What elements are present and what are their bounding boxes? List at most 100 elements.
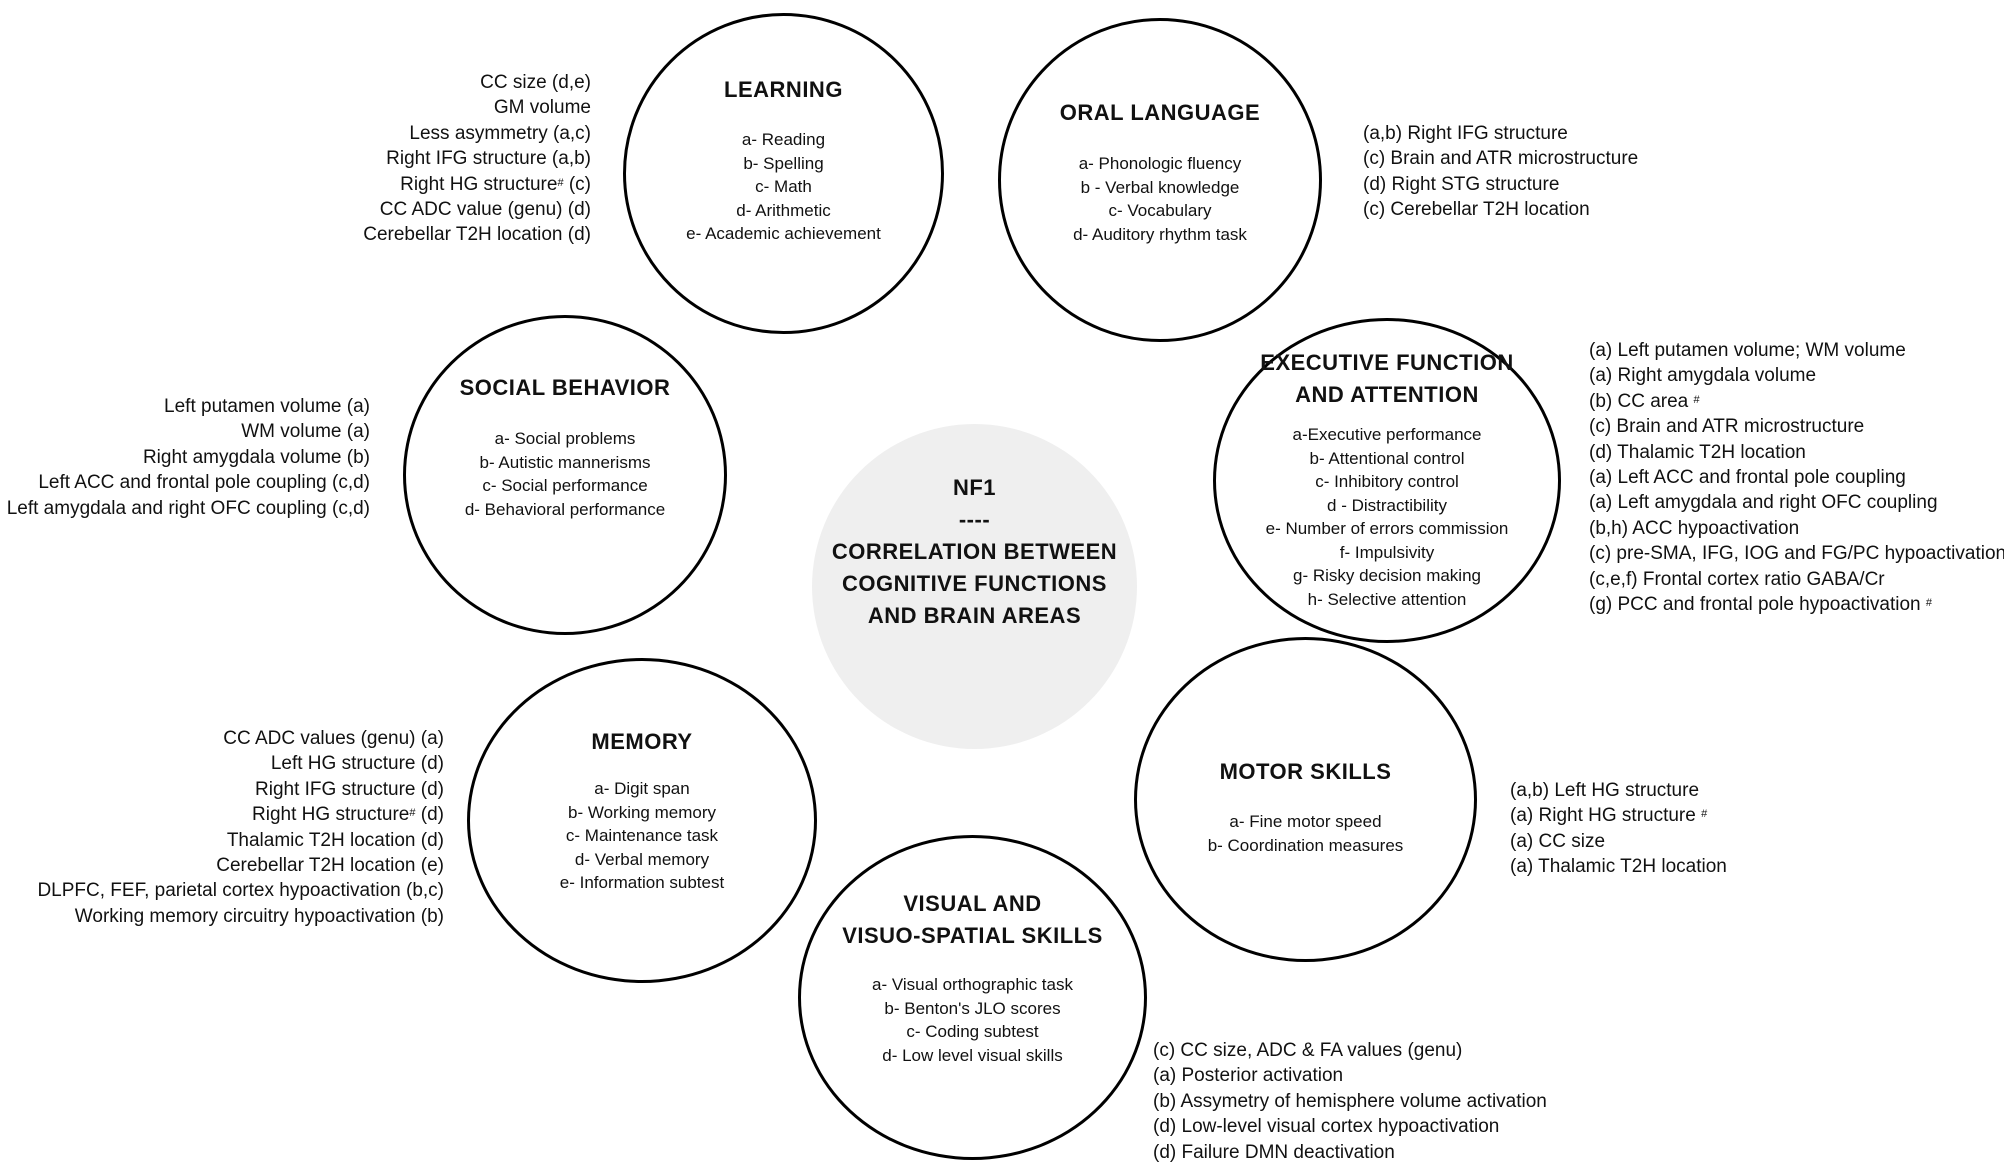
note-line: (c) pre-SMA, IFG, IOG and FG/PC hypoacti… [1589, 543, 2004, 565]
note-line: (a) Right HG structure # [1510, 805, 1708, 827]
note-line: (d) Thalamic T2H location [1589, 441, 1806, 463]
note-line: Less asymmetry (a,c) [409, 122, 591, 144]
center-line: CORRELATION BETWEEN [831, 539, 1118, 564]
executive-function-item: c- Inhibitory control [1315, 472, 1459, 491]
visual-item: c- Coding subtest [906, 1022, 1039, 1041]
social-behavior-title: SOCIAL BEHAVIOR [459, 375, 671, 400]
executive-function-item: f- Impulsivity [1339, 542, 1435, 562]
motor-skills-title: MOTOR SKILLS [1219, 759, 1392, 784]
social-behavior-item: a- Social problems [494, 429, 636, 448]
memory-item: e- Information subtest [559, 873, 725, 892]
center-line: AND BRAIN AREAS [867, 603, 1082, 628]
visual-item: b- Benton's JLO scores [884, 998, 1061, 1018]
note-line: (a) Right amygdala volume [1589, 365, 1817, 387]
executive-function-item: a-Executive performance [1292, 425, 1482, 444]
executive-function-item: d - Distractibility [1327, 495, 1447, 515]
hash-mark: # [557, 176, 564, 189]
hash-mark: # [409, 807, 416, 820]
learning-item: d- Arithmetic [736, 200, 831, 220]
note-line: GM volume [493, 97, 591, 119]
oral-language-item: c- Vocabulary [1108, 201, 1212, 220]
center-circle: NF1 ---- CORRELATION BETWEEN COGNITIVE F… [812, 424, 1137, 749]
note-line: (c) CC size, ADC & FA values (genu) [1153, 1040, 1463, 1061]
hash-mark: # [1925, 597, 1933, 610]
note-line: (a) Left amygdala and right OFC coupling [1589, 492, 1938, 514]
motor-skills-item: b- Coordination measures [1207, 835, 1404, 855]
executive-function-item: e- Number of errors commission [1265, 519, 1509, 538]
oral-language-circle: ORAL LANGUAGE a- Phonologic fluency b - … [998, 18, 1322, 342]
visual-item: d- Low level visual skills [882, 1045, 1063, 1065]
note-line: Left HG structure (d) [270, 753, 444, 775]
note-line: CC ADC values (genu) (a) [223, 728, 444, 749]
learning-item: c- Math [755, 177, 812, 196]
learning-item: b- Spelling [743, 153, 824, 173]
note-line: (d) Right STG structure [1363, 173, 1560, 195]
center-line: NF1 [952, 475, 997, 500]
memory-item: c- Maintenance task [565, 826, 719, 845]
note-line: (c,e,f) Frontal cortex ratio GABA/Cr [1589, 568, 1885, 590]
social-behavior-item: d- Behavioral performance [464, 499, 666, 519]
visual-item: a- Visual orthographic task [872, 975, 1073, 994]
note-line: (a) Left ACC and frontal pole coupling [1589, 467, 1906, 489]
note-line: (a) CC size [1510, 830, 1606, 852]
social-behavior-item: b- Autistic mannerisms [479, 452, 651, 472]
note-line: (a) Thalamic T2H location [1510, 856, 1727, 878]
note-line: Thalamic T2H location (d) [226, 829, 444, 851]
note-line: (c) Brain and ATR microstructure [1363, 148, 1639, 170]
executive-function-title: EXECUTIVE FUNCTION [1260, 350, 1514, 375]
oral-language-item: a- Phonologic fluency [1078, 154, 1242, 173]
memory-item: d- Verbal memory [574, 849, 710, 869]
learning-item: e- Academic achievement [686, 224, 881, 243]
motor-skills-circle: MOTOR SKILLS a- Fine motor speed b- Coor… [1134, 637, 1477, 962]
note-line: (c) Brain and ATR microstructure [1589, 416, 1865, 438]
note-line: CC ADC value (genu) (d) [379, 199, 591, 221]
visual-notes: (c) CC size, ADC & FA values (genu) (a) … [1153, 1038, 1547, 1165]
memory-item: b- Working memory [568, 802, 716, 822]
motor-skills-notes: (a,b) Left HG structure (a) Right HG str… [1510, 778, 1727, 880]
executive-function-notes: (a) Left putamen volume; WM volume (a) R… [1589, 338, 2004, 617]
social-behavior-circle: SOCIAL BEHAVIOR a- Social problems b- Au… [403, 315, 727, 635]
social-behavior-notes: Left putamen volume (a) WM volume (a) Ri… [7, 394, 370, 521]
note-line: Right IFG structure (d) [255, 778, 444, 800]
note-line: Right IFG structure (a,b) [386, 148, 591, 170]
visual-title: VISUO-SPATIAL SKILLS [842, 923, 1103, 948]
memory-circle: MEMORY a- Digit span b- Working memory c… [467, 658, 817, 983]
center-line: ---- [958, 507, 991, 532]
note-line: Cerebellar T2H location (e) [216, 855, 444, 877]
memory-item: a- Digit span [594, 779, 690, 798]
note-line: CC size (d,e) [480, 72, 591, 93]
note-line: (d) Low-level visual cortex hypoactivati… [1153, 1116, 1500, 1138]
memory-title: MEMORY [591, 729, 693, 754]
executive-function-title: AND ATTENTION [1295, 382, 1479, 407]
visual-title: VISUAL AND [903, 891, 1042, 916]
note-line: Right amygdala volume (b) [142, 446, 370, 468]
executive-function-item: b- Attentional control [1309, 448, 1465, 468]
note-line: Left putamen volume (a) [164, 396, 370, 417]
learning-notes: CC size (d,e) GM volume Less asymmetry (… [363, 70, 591, 248]
executive-function-circle: EXECUTIVE FUNCTION AND ATTENTION a-Execu… [1213, 318, 1561, 643]
executive-function-item: h- Selective attention [1307, 589, 1467, 609]
note-line: (b) Assymetry of hemisphere volume activ… [1153, 1090, 1547, 1112]
note-line: WM volume (a) [241, 421, 370, 443]
memory-notes: CC ADC values (genu) (a) Left HG structu… [37, 726, 444, 929]
note-line: (c) Cerebellar T2H location [1363, 199, 1590, 221]
center-line: COGNITIVE FUNCTIONS [842, 571, 1107, 596]
note-line: (a) Left putamen volume; WM volume [1589, 340, 1906, 361]
learning-circle: LEARNING a- Reading b- Spelling c- Math … [623, 13, 944, 334]
note-line: Cerebellar T2H location (d) [363, 224, 591, 246]
hash-mark: # [1693, 393, 1700, 406]
note-line: (a,b) Right IFG structure [1363, 123, 1568, 144]
note-line: (a) Posterior activation [1153, 1065, 1344, 1087]
oral-language-item: d- Auditory rhythm task [1073, 224, 1247, 244]
visual-circle: VISUAL AND VISUO-SPATIAL SKILLS a- Visua… [798, 835, 1147, 1160]
motor-skills-item: a- Fine motor speed [1229, 812, 1382, 831]
oral-language-title: ORAL LANGUAGE [1059, 100, 1261, 125]
hash-mark: # [1701, 808, 1708, 821]
note-line: Left amygdala and right OFC coupling (c,… [6, 497, 370, 519]
note-line: (a,b) Left HG structure [1510, 780, 1700, 801]
note-line: (g) PCC and frontal pole hypoactivation … [1589, 594, 1933, 616]
executive-function-item: g- Risky decision making [1292, 566, 1481, 585]
learning-item: a- Reading [741, 130, 826, 149]
note-line: Right HG structure# (d) [252, 804, 444, 826]
learning-title: LEARNING [724, 77, 843, 102]
